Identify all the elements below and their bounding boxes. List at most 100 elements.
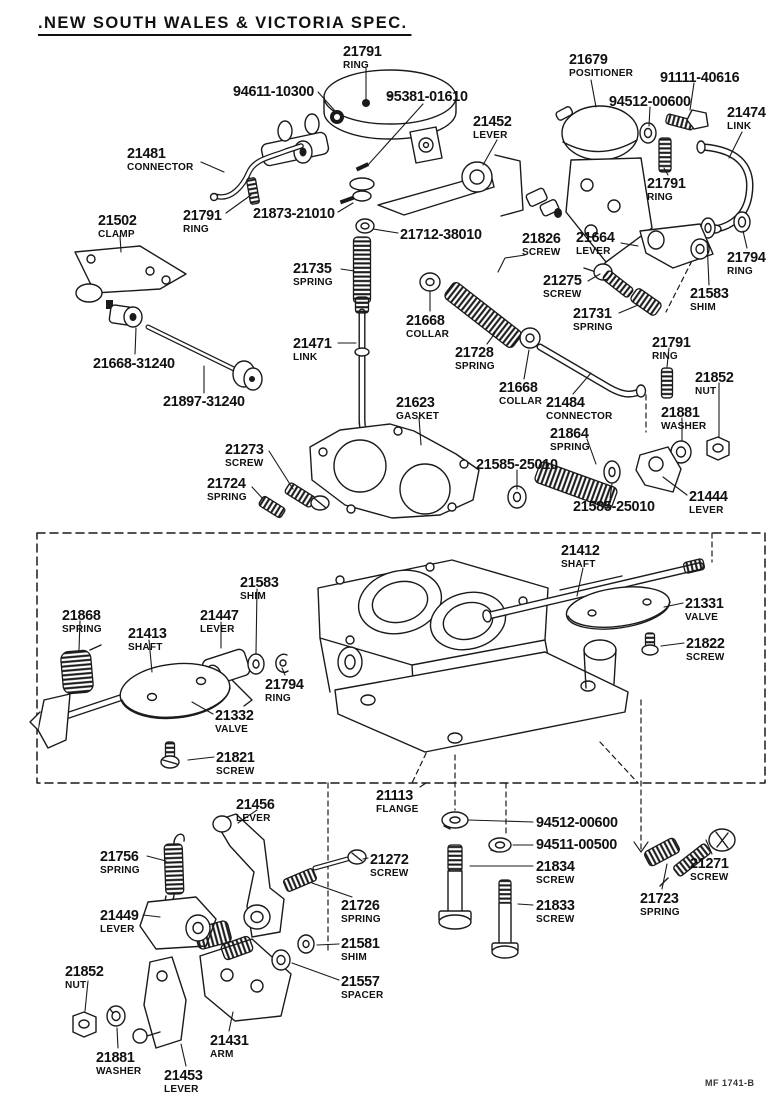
part-label-21456: 21456 LEVER xyxy=(236,797,276,824)
part-caption: CONNECTOR xyxy=(546,410,613,422)
part-caption: ARM xyxy=(210,1048,234,1060)
part-number: 21864 xyxy=(550,425,589,442)
valve-21331-drawing xyxy=(565,586,671,656)
part-label-21868: 21868 SPRING xyxy=(62,608,103,635)
part-caption: SCREW xyxy=(543,288,582,300)
part-label-21668: 21668 COLLAR xyxy=(406,313,451,340)
ring-21794-top-drawing xyxy=(700,211,751,239)
part-label-21585-25010: 21585-25010 xyxy=(476,457,561,472)
part-caption: SPRING xyxy=(573,321,613,333)
part-label-21585-25010: 21585-25010 xyxy=(573,499,658,514)
part-caption: GASKET xyxy=(396,410,440,422)
part-number: 21456 xyxy=(236,796,275,813)
part-number: 21431 xyxy=(210,1032,249,1049)
part-number: 21664 xyxy=(576,229,615,246)
part-caption: LEVER xyxy=(689,504,724,516)
part-number: 21583 xyxy=(240,574,279,591)
part-number: 21668 xyxy=(499,379,538,396)
screw-21271-drawing xyxy=(643,828,736,887)
part-label-21881: 21881 WASHER xyxy=(96,1050,143,1077)
part-number: 21791 xyxy=(183,207,222,224)
part-label-21794: 21794 RING xyxy=(727,250,767,277)
part-label-94512-00600: 94512-00600 xyxy=(609,94,694,109)
part-label-21756: 21756 SPRING xyxy=(100,849,141,876)
part-caption: LINK xyxy=(293,351,318,363)
part-caption: RING xyxy=(652,350,678,362)
part-number: 94512-00600 xyxy=(536,814,618,831)
part-caption: POSITIONER xyxy=(569,67,634,79)
part-caption: VALVE xyxy=(685,611,719,623)
part-number: 21791 xyxy=(647,175,686,192)
part-label-21735: 21735 SPRING xyxy=(293,261,334,288)
part-number: 21873-21010 xyxy=(253,205,335,222)
part-number: 21585-25010 xyxy=(573,498,655,515)
throttle-body-drawing xyxy=(317,559,629,753)
part-label-94511-00500: 94511-00500 xyxy=(536,837,620,852)
part-caption: SPRING xyxy=(341,913,381,925)
part-label-21275: 21275 SCREW xyxy=(543,273,583,300)
part-caption: SPACER xyxy=(341,989,384,1001)
part-label-21449: 21449 LEVER xyxy=(100,908,140,935)
throttle-arm-cluster-drawing xyxy=(72,934,315,1049)
part-number: 21852 xyxy=(65,963,104,980)
spring-21864-drawing xyxy=(507,446,682,509)
part-caption: SCREW xyxy=(536,913,575,925)
part-label-21623: 21623 GASKET xyxy=(396,395,441,422)
part-label-21826: 21826 SCREW xyxy=(522,231,562,258)
part-label-21728: 21728 SPRING xyxy=(455,345,496,372)
ring-nut-washer-mid-drawing xyxy=(660,367,730,464)
part-label-21726: 21726 SPRING xyxy=(341,898,382,925)
part-label-21113: 21113 FLANGE xyxy=(376,788,420,815)
part-label-21412: 21412 SHAFT xyxy=(561,543,601,570)
part-label-21664: 21664 LEVER xyxy=(576,230,616,257)
part-label-21897-31240: 21897-31240 xyxy=(163,394,248,409)
part-caption: FLANGE xyxy=(376,803,419,815)
leader-lines xyxy=(78,67,748,1067)
part-label-95381-01610: 95381-01610 xyxy=(386,89,471,104)
part-number: 21449 xyxy=(100,907,139,924)
gasket-21623-drawing xyxy=(309,423,480,519)
part-label-21272: 21272 SCREW xyxy=(370,852,410,879)
part-label-21583: 21583 SHIM xyxy=(690,286,730,313)
part-caption: LEVER xyxy=(100,923,135,935)
part-caption: LEVER xyxy=(236,812,271,824)
part-caption: SPRING xyxy=(293,276,333,288)
ring-21791-left-drawing xyxy=(246,177,260,205)
part-label-21332: 21332 VALVE xyxy=(215,708,255,735)
part-label-21452: 21452 LEVER xyxy=(473,114,513,141)
part-number: 21821 xyxy=(216,749,255,766)
part-caption: SHIM xyxy=(341,951,367,963)
page-title: .NEW SOUTH WALES & VICTORIA SPEC. xyxy=(38,13,412,36)
part-label-21668-31240: 21668-31240 xyxy=(93,356,178,371)
part-number: 21834 xyxy=(536,858,575,875)
screw-21826-drawing xyxy=(525,187,562,218)
part-caption: RING xyxy=(647,191,673,203)
part-number: 21822 xyxy=(686,635,725,652)
part-caption: SPRING xyxy=(550,441,590,453)
part-caption: LEVER xyxy=(576,245,611,257)
part-label-91111-40616: 91111-40616 xyxy=(660,70,743,85)
part-label-21881: 21881 WASHER xyxy=(661,405,708,432)
part-number: 21881 xyxy=(96,1049,135,1066)
dashed-detail-box xyxy=(36,532,766,784)
part-label-21791: 21791 RING xyxy=(183,208,223,235)
screw-21275-drawing xyxy=(593,263,662,316)
part-caption: SCREW xyxy=(225,457,264,469)
part-number: 21484 xyxy=(546,394,585,411)
part-label-21502: 21502 CLAMP xyxy=(98,213,138,240)
part-label-21471: 21471 LINK xyxy=(293,336,333,363)
part-label-21864: 21864 SPRING xyxy=(550,426,591,453)
part-caption: SPRING xyxy=(455,360,495,372)
part-number: 21271 xyxy=(690,855,729,872)
part-caption: RING xyxy=(265,692,291,704)
part-number: 21583 xyxy=(690,285,729,302)
part-label-21723: 21723 SPRING xyxy=(640,891,681,918)
part-number: 21113 xyxy=(376,787,414,804)
part-label-21453: 21453 LEVER xyxy=(164,1068,204,1095)
part-number: 21413 xyxy=(128,625,167,642)
part-number: 21331 xyxy=(685,595,724,612)
part-caption: SHIM xyxy=(240,590,266,602)
part-label-21331: 21331 VALVE xyxy=(685,596,725,623)
part-caption: VALVE xyxy=(215,723,249,735)
